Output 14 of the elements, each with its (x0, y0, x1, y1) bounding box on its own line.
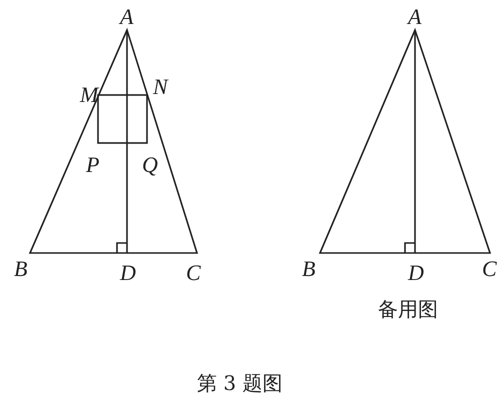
point-label: D (408, 262, 424, 284)
point-label: P (86, 154, 100, 176)
figure-caption: 第 3 题图 (197, 372, 282, 394)
figure-caption: 备用图 (378, 298, 438, 320)
point-label: C (186, 262, 201, 284)
point-label: N (153, 76, 168, 98)
point-label: C (482, 258, 497, 280)
point-label: D (120, 262, 136, 284)
point-label: B (302, 258, 316, 280)
point-label: A (408, 6, 422, 28)
point-label: B (14, 258, 28, 280)
point-label: A (120, 6, 134, 28)
point-label: Q (142, 154, 158, 176)
point-label: M (80, 84, 98, 106)
